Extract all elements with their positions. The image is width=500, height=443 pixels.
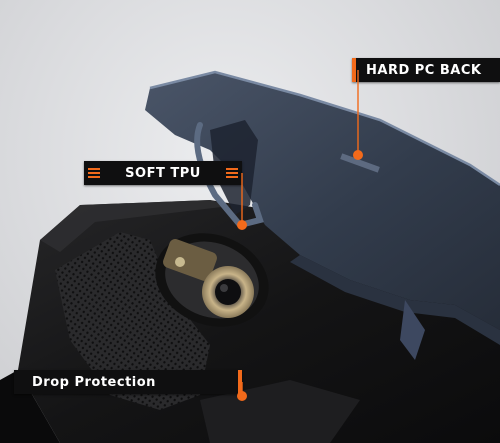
drop-protection-label: Drop Protection [14, 370, 242, 394]
accent-bar-icon [352, 58, 356, 82]
drop-protection-text: Drop Protection [32, 374, 156, 390]
grip-mesh [55, 232, 210, 410]
hard-pc-back-shell [145, 70, 500, 360]
accent-bar-icon [238, 370, 242, 394]
hard-pc-back-label: HARD PC BACK [352, 58, 500, 82]
soft-tpu-label: SOFT TPU [84, 161, 242, 185]
hard-pc-back-text: HARD PC BACK [366, 62, 482, 78]
left-stripes-icon [84, 161, 100, 185]
camera-cutout [155, 233, 269, 327]
soft-tpu-text: SOFT TPU [125, 165, 201, 181]
right-stripes-icon [226, 161, 242, 185]
